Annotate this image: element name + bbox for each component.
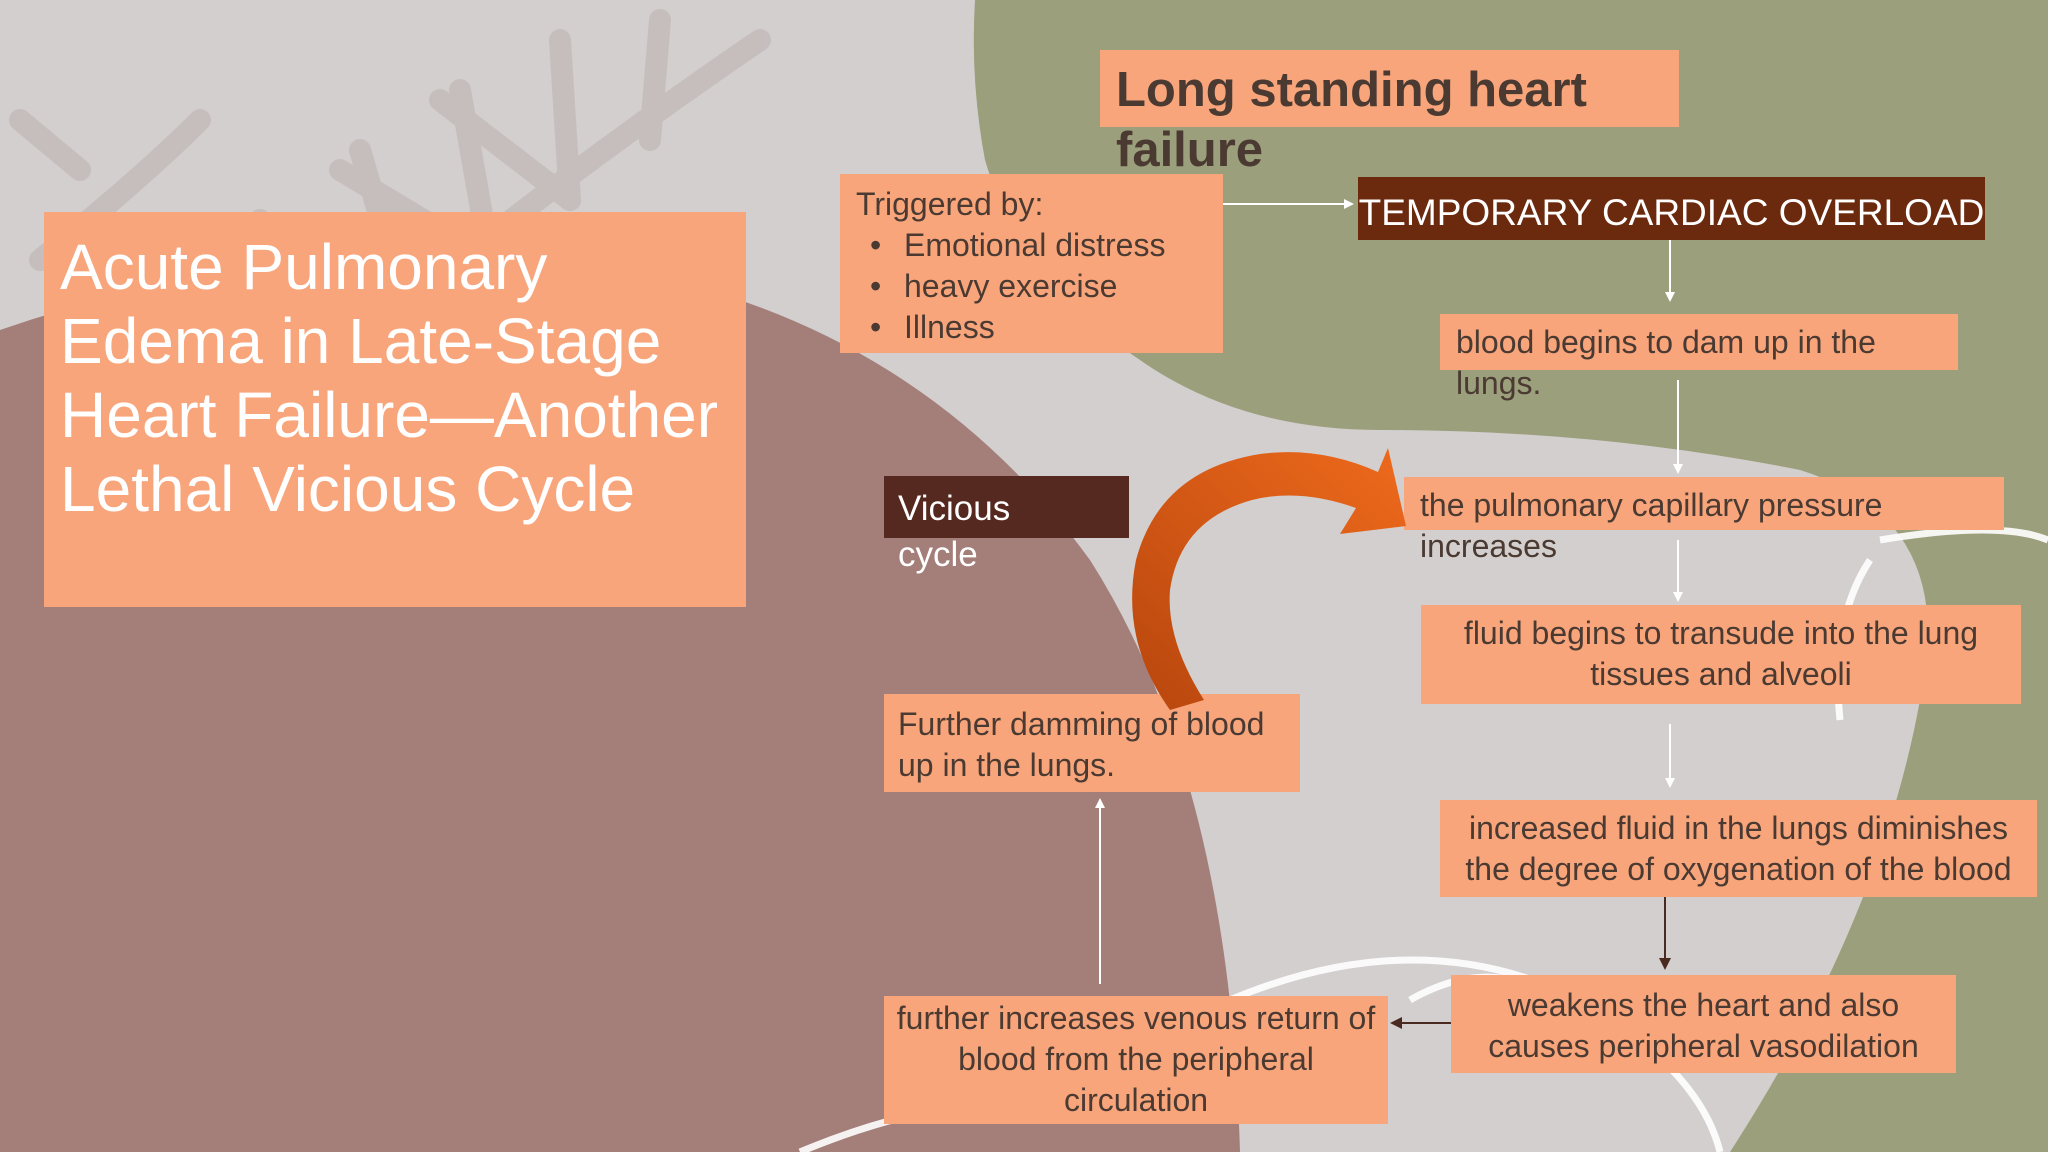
trigger-box: Triggered by: Emotional distress heavy e… bbox=[840, 174, 1223, 353]
slide-title: Acute Pulmonary Edema in Late-Stage Hear… bbox=[44, 212, 746, 607]
olive-shape-top bbox=[973, 0, 2048, 1152]
step-weakens-heart: weakens the heart and also causes periph… bbox=[1451, 975, 1956, 1073]
vicious-cycle-label: Vicious cycle bbox=[898, 489, 1011, 574]
step-capillary-pressure: the pulmonary capillary pressure increas… bbox=[1404, 477, 2004, 564]
vicious-cycle-banner bbox=[884, 476, 1129, 538]
step-blood-dam-up: blood begins to dam up in the lungs. bbox=[1440, 314, 1958, 401]
overload-label: TEMPORARY CARDIAC OVERLOAD bbox=[1358, 192, 1985, 233]
trigger-list: Emotional distress heavy exercise Illnes… bbox=[856, 225, 1207, 348]
step-venous-return: further increases venous return of blood… bbox=[884, 996, 1388, 1124]
trigger-item-emotional-distress: Emotional distress bbox=[856, 225, 1207, 266]
trigger-item-heavy-exercise: heavy exercise bbox=[856, 266, 1207, 307]
step-fluid-transude: fluid begins to transude into the lung t… bbox=[1421, 605, 2021, 704]
trigger-item-illness: Illness bbox=[856, 307, 1207, 348]
heading-long-standing-heart-failure: Long standing heart failure bbox=[1100, 50, 1679, 177]
step-further-damming: Further damming of blood up in the lungs… bbox=[884, 694, 1300, 792]
overload-banner bbox=[1358, 177, 1985, 240]
trigger-label: Triggered by: bbox=[856, 186, 1044, 222]
step-oxygenation-diminished: increased fluid in the lungs diminishes … bbox=[1440, 800, 2037, 897]
